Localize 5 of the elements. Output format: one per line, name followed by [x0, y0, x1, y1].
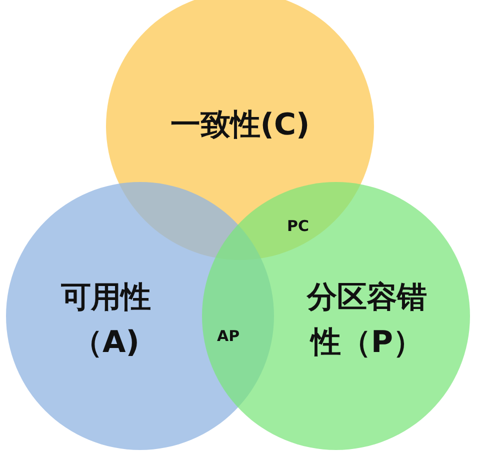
circle-label: 分区容错性（P） — [306, 279, 428, 362]
circle-label: 可用性（A) — [60, 279, 152, 362]
overlap-label: AP — [217, 326, 240, 347]
overlap-label: PC — [287, 216, 310, 237]
circle-label: 一致性(C) — [170, 106, 310, 144]
